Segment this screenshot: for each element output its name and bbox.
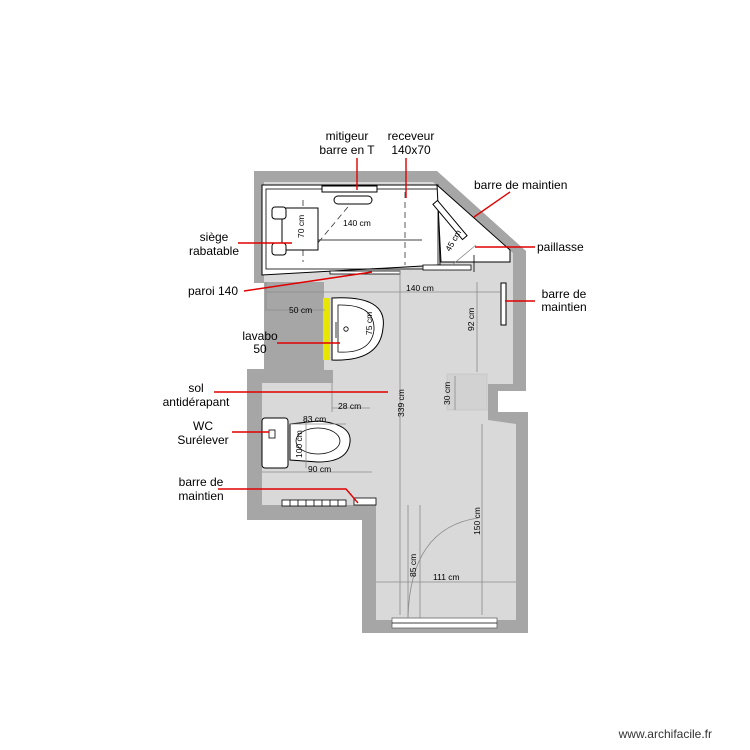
grab-bar-right bbox=[500, 282, 507, 326]
basin-drain bbox=[343, 326, 349, 332]
dim-28: 28 cm bbox=[338, 401, 361, 411]
door bbox=[407, 505, 479, 619]
label-sol-2: antidérapant bbox=[163, 395, 230, 409]
dim-bottom-140: 140 cm bbox=[406, 283, 434, 293]
basin-inner bbox=[337, 304, 375, 353]
seat-hinge-bottom bbox=[271, 242, 287, 256]
label-barre-right-1: barre de bbox=[542, 287, 587, 301]
dim-150: 150 cm bbox=[472, 507, 482, 535]
paillasse-shelf bbox=[436, 183, 511, 263]
dim-90: 90 cm bbox=[308, 464, 331, 474]
dim-100: 100 cm bbox=[294, 430, 304, 458]
door-arc bbox=[407, 517, 479, 619]
seat-hinge-top bbox=[271, 206, 287, 220]
dim-shower-depth: 70 cm bbox=[296, 215, 306, 238]
floor bbox=[262, 182, 516, 629]
toilet bbox=[261, 417, 351, 469]
label-barre-left-1: barre de bbox=[179, 475, 224, 489]
dim-92: 92 cm bbox=[466, 308, 476, 331]
basin-marker bbox=[323, 298, 330, 360]
dim-lav-75: 75 cm bbox=[364, 312, 374, 335]
dim-85: 85 cm bbox=[408, 554, 418, 577]
dim-line-45 bbox=[451, 244, 477, 266]
step-box bbox=[446, 373, 488, 411]
label-lavabo-2: 50 bbox=[253, 342, 267, 356]
dim-83: 83 cm bbox=[303, 414, 326, 424]
callout-labels: mitigeur barre en T receveur 140x70 barr… bbox=[163, 129, 587, 503]
label-paroi: paroi 140 bbox=[188, 284, 238, 298]
rail-end bbox=[353, 497, 377, 506]
shower-dash-diag bbox=[311, 195, 358, 251]
dimension-texts: 140 cm 70 cm 45 cm 140 cm 50 cm 75 cm 92… bbox=[289, 215, 482, 582]
label-lavabo-1: lavabo bbox=[242, 329, 278, 343]
washbasin bbox=[323, 297, 384, 361]
leader-barre-top bbox=[473, 191, 511, 218]
label-paillasse: paillasse bbox=[537, 240, 584, 254]
leader-paroi bbox=[243, 271, 373, 292]
grab-bar-left bbox=[281, 497, 377, 507]
label-wc-2: Surélever bbox=[177, 433, 228, 447]
label-sol-1: sol bbox=[188, 381, 203, 395]
wc-flush bbox=[268, 429, 276, 439]
dim-339: 339 cm bbox=[396, 389, 406, 417]
label-barre-top: barre de maintien bbox=[474, 178, 567, 192]
dim-111: 111 cm bbox=[433, 572, 460, 582]
grab-bar-angled bbox=[432, 199, 468, 241]
shower-tray bbox=[261, 183, 511, 276]
dimension-lines bbox=[262, 244, 516, 618]
dim-50: 50 cm bbox=[289, 305, 312, 315]
label-receveur-2: 140x70 bbox=[391, 143, 431, 157]
shower-head bbox=[333, 195, 373, 205]
floor-area bbox=[262, 182, 516, 620]
wc-seat bbox=[295, 427, 341, 455]
wc-tank bbox=[261, 417, 289, 469]
label-wc-1: WC bbox=[193, 419, 213, 433]
label-receveur-1: receveur bbox=[388, 129, 435, 143]
leader-barre-left bbox=[218, 488, 359, 504]
watermark: www.archifacile.fr bbox=[618, 727, 712, 741]
leader-lines bbox=[214, 158, 535, 504]
dim-shower-width: 140 cm bbox=[343, 218, 371, 228]
label-mitigeur-1: mitigeur bbox=[326, 129, 369, 143]
label-barre-right-2: maintien bbox=[541, 300, 586, 314]
label-siege-2: rabatable bbox=[189, 244, 239, 258]
dim-30: 30 cm bbox=[442, 382, 452, 405]
label-mitigeur-2: barre en T bbox=[319, 143, 375, 157]
label-siege-1: siège bbox=[200, 230, 229, 244]
mixer-bar bbox=[321, 185, 378, 193]
basin-outline bbox=[331, 297, 384, 361]
label-barre-left-2: maintien bbox=[178, 489, 223, 503]
partition-rail bbox=[422, 264, 472, 271]
